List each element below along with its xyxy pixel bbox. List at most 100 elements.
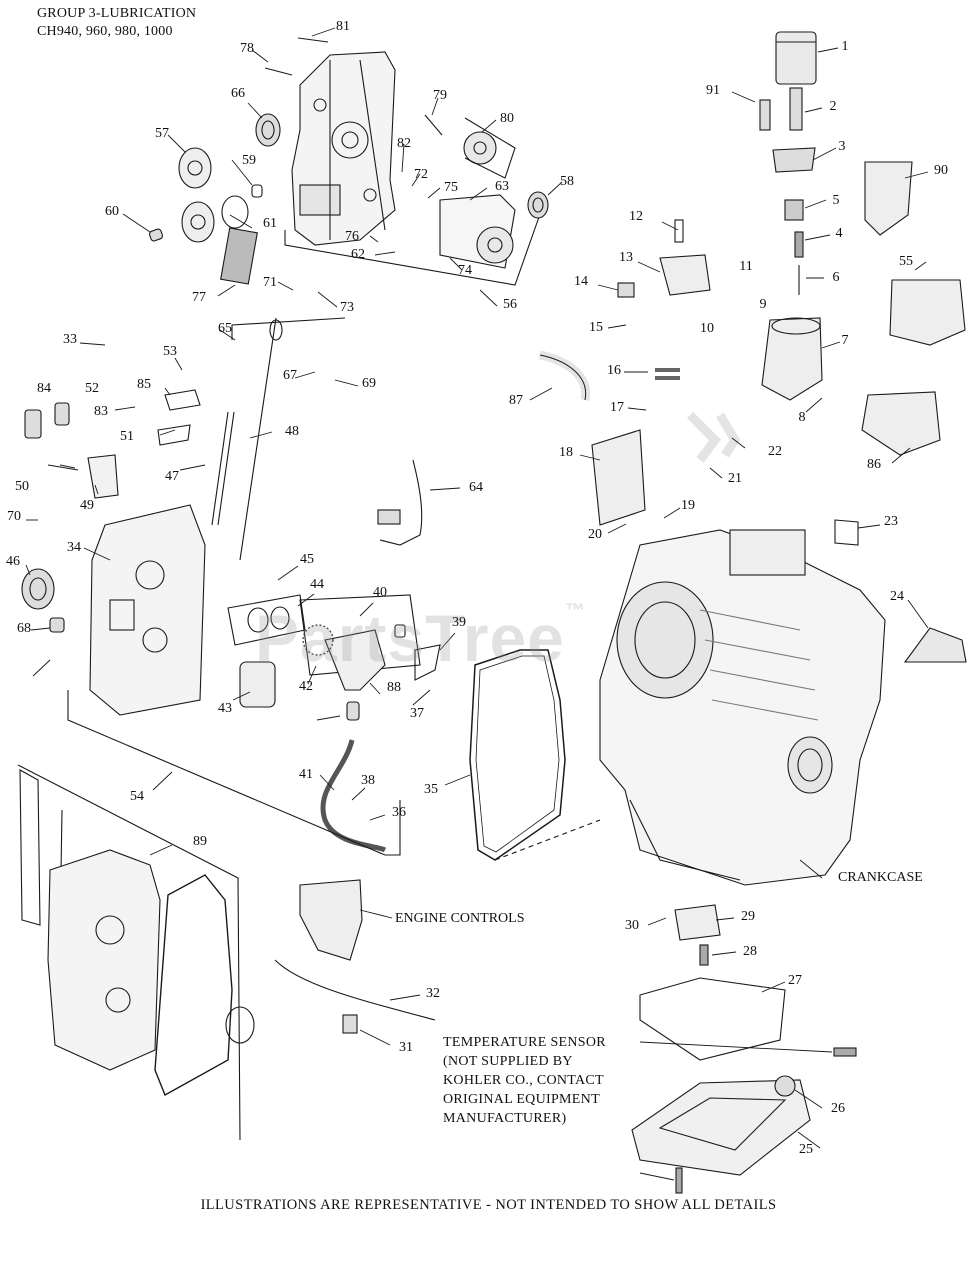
part-label: 15 — [589, 320, 603, 335]
part-label: 68 — [17, 621, 31, 636]
part-label: 56 — [503, 297, 517, 312]
part-label: 70 — [7, 509, 21, 524]
part-label: 78 — [240, 41, 254, 56]
part-label: 10 — [700, 321, 714, 336]
part-label: 7 — [841, 333, 849, 348]
part-label: 65 — [218, 321, 232, 336]
note-line: KOHLER CO., CONTACT — [443, 1073, 604, 1088]
part-label: 30 — [625, 918, 639, 933]
watermark-trademark: ™ — [564, 600, 586, 622]
part-label: 79 — [433, 88, 447, 103]
part-label: 19 — [681, 498, 695, 513]
part-label: 29 — [741, 909, 755, 924]
model-list: CH940, 960, 980, 1000 — [37, 24, 173, 39]
part-label: 73 — [340, 300, 354, 315]
part-label: 20 — [588, 527, 602, 542]
part-label: 53 — [163, 344, 177, 359]
part-label: 83 — [94, 404, 108, 419]
part-label: 12 — [629, 209, 643, 224]
part-label: 44 — [310, 577, 324, 592]
engine-controls-callout: ENGINE CONTROLS — [395, 911, 525, 926]
part-label: 86 — [867, 457, 881, 472]
part-label: 45 — [300, 552, 314, 567]
crankcase-callout: CRANKCASE — [838, 870, 923, 885]
part-label: 75 — [444, 180, 458, 195]
watermark: PartsTree™ — [255, 600, 586, 676]
part-label: 39 — [452, 615, 466, 630]
part-label: 84 — [37, 381, 51, 396]
part-label: 26 — [831, 1101, 845, 1116]
part-label: 46 — [6, 554, 20, 569]
part-label: 33 — [63, 332, 77, 347]
note-line: TEMPERATURE SENSOR — [443, 1035, 606, 1050]
part-label: 62 — [351, 247, 365, 262]
part-label: 1 — [841, 39, 849, 54]
note-line: (NOT SUPPLIED BY — [443, 1054, 573, 1069]
part-label: 11 — [739, 259, 753, 274]
part-label: 54 — [130, 789, 144, 804]
diagram-title: GROUP 3-LUBRICATION — [37, 6, 197, 21]
gear-cover — [291, 51, 396, 246]
part-label: 74 — [458, 263, 472, 278]
part-label: 18 — [559, 445, 573, 460]
part-label: 21 — [728, 471, 742, 486]
part-label: 41 — [299, 767, 313, 782]
part-label: 17 — [610, 400, 624, 415]
part-label: 89 — [193, 834, 207, 849]
temperature-sensor-note: TEMPERATURE SENSOR (NOT SUPPLIED BY KOHL… — [443, 1033, 606, 1128]
note-line: MANUFACTURER) — [443, 1111, 567, 1126]
part-label: 88 — [387, 680, 401, 695]
part-label: 25 — [799, 1142, 813, 1157]
part-label: 34 — [67, 540, 81, 555]
part-label: 81 — [336, 19, 350, 34]
oil-filter — [775, 31, 817, 85]
part-label: 38 — [361, 773, 375, 788]
part-label: 61 — [263, 216, 277, 231]
part-label: 32 — [426, 986, 440, 1001]
part-label: 52 — [85, 381, 99, 396]
part-label: 47 — [165, 469, 179, 484]
part-label: 4 — [835, 226, 843, 241]
part-label: 69 — [362, 376, 376, 391]
part-label: 9 — [759, 297, 767, 312]
part-label: 71 — [263, 275, 277, 290]
watermark-text: PartsTree — [255, 601, 565, 675]
oil-cooler — [220, 227, 258, 285]
part-label: 23 — [884, 514, 898, 529]
part-label: 13 — [619, 250, 633, 265]
note-line: ORIGINAL EQUIPMENT — [443, 1092, 600, 1107]
part-label: 91 — [706, 83, 720, 98]
part-label: 63 — [495, 179, 509, 194]
part-label: 43 — [218, 701, 232, 716]
part-label: 82 — [397, 136, 411, 151]
part-label: 50 — [15, 479, 29, 494]
part-label: 55 — [899, 254, 913, 269]
crankcase — [599, 529, 886, 886]
part-label: 66 — [231, 86, 245, 101]
part-label: 16 — [607, 363, 621, 378]
part-label: 6 — [832, 270, 840, 285]
part-label: 76 — [345, 229, 359, 244]
part-label: 2 — [829, 99, 837, 114]
part-label: 67 — [283, 368, 297, 383]
part-label: 28 — [743, 944, 757, 959]
part-label: 14 — [574, 274, 588, 289]
closure-plate — [89, 504, 206, 716]
part-label: 60 — [105, 204, 119, 219]
part-label: 64 — [469, 480, 483, 495]
part-label: 40 — [373, 585, 387, 600]
part-label: 77 — [192, 290, 206, 305]
part-label: 22 — [768, 444, 782, 459]
part-label: 3 — [838, 139, 846, 154]
part-label: 72 — [414, 167, 428, 182]
part-label: 87 — [509, 393, 523, 408]
part-label: 57 — [155, 126, 169, 141]
part-label: 58 — [560, 174, 574, 189]
part-label: 5 — [832, 193, 840, 208]
part-label: 35 — [424, 782, 438, 797]
part-label: 49 — [80, 498, 94, 513]
part-label: 85 — [137, 377, 151, 392]
part-label: 59 — [242, 153, 256, 168]
part-label: 42 — [299, 679, 313, 694]
